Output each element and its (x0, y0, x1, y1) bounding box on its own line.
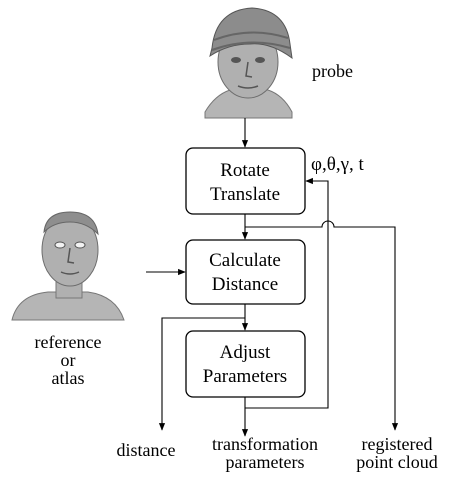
rotate-label: Rotate (220, 160, 270, 181)
parameters-box-label: Parameters (203, 366, 287, 387)
reference-label-line2: or (61, 350, 76, 370)
arrow-to-registered (245, 220, 399, 431)
rotate-translate-box: Rotate Translate (185, 147, 306, 215)
probe-head-image (204, 7, 293, 119)
reference-label-line3: atlas (52, 368, 85, 388)
feedback-loop (245, 177, 329, 409)
transformation-label-line1: transformation (212, 434, 318, 454)
adjust-parameters-box: Adjust Parameters (185, 330, 306, 398)
arrow-to-distance (158, 317, 245, 431)
calculate-label: Calculate (209, 250, 281, 271)
reference-head-image (11, 211, 125, 321)
params-label: φ,θ,γ, t (311, 154, 364, 175)
translate-label: Translate (210, 184, 280, 205)
reference-label-line1: reference (35, 332, 102, 352)
connectors (146, 118, 399, 437)
calculate-distance-box: Calculate Distance (185, 239, 306, 305)
distance-output-label: distance (117, 440, 176, 460)
transformation-label-line2: parameters (226, 452, 305, 472)
probe-label: probe (312, 61, 353, 81)
distance-box-label: Distance (212, 274, 278, 295)
adjust-label: Adjust (220, 342, 271, 363)
registered-label-line2: point cloud (356, 452, 438, 472)
registered-label-line1: registered (362, 434, 433, 454)
